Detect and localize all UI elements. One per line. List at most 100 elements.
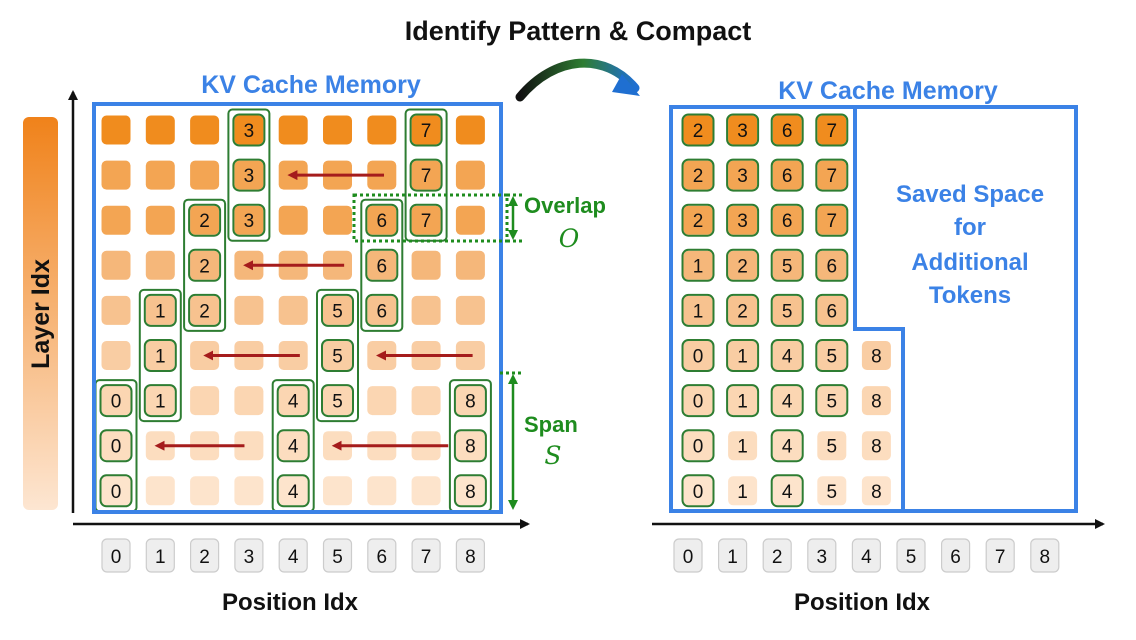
left-tick-label: 3 [244, 547, 255, 568]
right-cell-r2-c3 [817, 205, 847, 235]
right-tick-label: 1 [727, 547, 738, 568]
left-tick-label: 8 [465, 547, 476, 568]
right-cell-outline-r7-c2 [770, 429, 804, 463]
right-cell-label: 6 [782, 211, 793, 232]
left-cell-r6-c3 [234, 386, 264, 416]
left-cell-outline-r1-c7 [409, 158, 443, 192]
right-cell-outline-r3-c1 [726, 248, 760, 282]
left-cell-label: 0 [111, 482, 122, 503]
overlap-symbol: O [559, 224, 580, 253]
left-cell-r8-c5 [323, 476, 352, 506]
left-tick-box [145, 538, 175, 573]
left-cell-outline-r5-c1 [143, 339, 177, 372]
left-cell-r2-c3 [234, 205, 264, 235]
right-cell-label: 7 [827, 121, 838, 142]
right-cell-outline-r0-c3 [815, 113, 849, 147]
left-cell-r1-c3 [234, 160, 264, 190]
left-cell-outline-r1-c3 [232, 158, 266, 192]
left-cell-r8-c7 [411, 476, 441, 506]
left-tick-label: 2 [199, 547, 210, 568]
left-cell-label: 7 [421, 121, 432, 142]
left-tick-label: 4 [288, 547, 299, 568]
left-cell-r6-c0 [101, 386, 131, 416]
right-cell-label: 8 [871, 482, 882, 503]
right-cell-label: 4 [782, 347, 793, 368]
left-cell-r8-c0 [101, 476, 131, 506]
right-cell-label: 5 [827, 347, 838, 368]
left-shift-arrows [154, 170, 473, 451]
right-cell-outline-r0-c0 [681, 113, 715, 147]
left-cell-r2-c5 [323, 205, 352, 235]
left-cell-outline-r2-c6 [365, 203, 399, 237]
right-cell-r8-c1 [728, 476, 758, 506]
saved-space-label: Saved Space for Additional Tokens [896, 181, 1044, 309]
right-tick-box [851, 538, 882, 573]
left-cell-outline-r6-c1 [143, 384, 177, 418]
left-cell-r7-c4 [278, 431, 308, 461]
left-cell-label: 1 [155, 392, 166, 413]
left-cell-r3-c1 [145, 250, 175, 280]
left-cell-label: 7 [421, 211, 432, 232]
left-cell-r2-c1 [145, 205, 175, 235]
right-cell-label: 6 [827, 256, 838, 277]
right-cell-label: 7 [827, 166, 838, 187]
left-cell-r8-c2 [190, 476, 220, 506]
right-cell-label: 5 [827, 392, 838, 413]
right-tick-label: 6 [950, 547, 961, 568]
right-tick-box [762, 538, 792, 573]
right-cell-r5-c3 [817, 341, 847, 370]
left-cell-r0-c6 [367, 115, 397, 145]
left-cell-r6-c1 [145, 386, 175, 416]
right-cell-outline-r6-c1 [726, 384, 760, 418]
span-symbol: S [544, 441, 561, 470]
right-cell-r2-c1 [728, 205, 758, 235]
left-cell-r6-c4 [278, 386, 308, 416]
left-cell-label: 0 [111, 437, 122, 458]
right-cell-outline-r2-c1 [726, 203, 760, 237]
left-cell-r8-c6 [367, 476, 397, 506]
right-cell-r0-c3 [817, 115, 847, 145]
left-tick-label: 1 [155, 547, 166, 568]
left-cell-r0-c3 [234, 115, 264, 145]
right-cell-label: 6 [782, 121, 793, 142]
left-cell-label: 8 [465, 437, 476, 458]
right-tick-box [673, 538, 703, 573]
left-cell-label: 4 [288, 482, 299, 503]
right-cell-label: 1 [693, 256, 704, 277]
right-tick-label: 2 [772, 547, 783, 568]
left-cell-outline-r6-c0 [99, 384, 133, 418]
left-tick-label: 5 [332, 547, 343, 568]
right-cell-r6-c3 [817, 386, 847, 416]
left-tick-label: 0 [111, 547, 122, 568]
left-cell-label: 8 [465, 392, 476, 413]
left-tick-box [367, 538, 397, 573]
right-cell-r6-c0 [683, 386, 713, 416]
left-cell-outline-r4-c1 [143, 293, 177, 327]
right-tick-box [717, 538, 748, 573]
right-cell-outline-r1-c0 [681, 158, 715, 192]
right-cell-outline-r3-c0 [681, 248, 715, 282]
left-cell-r6-c2 [190, 386, 220, 416]
left-cell-r6-c7 [411, 386, 441, 416]
left-cell-outline-r3-c6 [365, 248, 399, 282]
right-cell-r3-c0 [683, 250, 713, 280]
right-cell-r7-c1 [728, 431, 758, 461]
right-cell-r4-c2 [772, 295, 802, 325]
right-cell-label: 3 [737, 121, 748, 142]
right-cell-r5-c4 [861, 341, 891, 370]
right-cell-outline-r6-c0 [681, 384, 715, 418]
right-cell-outline-r4-c2 [770, 293, 804, 327]
right-tick-box [985, 538, 1015, 573]
right-cell-r5-c2 [772, 341, 802, 370]
right-cell-label: 0 [693, 392, 704, 413]
left-memory-label: KV Cache Memory [201, 71, 421, 99]
left-cell-r1-c1 [145, 160, 175, 190]
left-cell-r7-c3 [234, 431, 264, 461]
right-cell-r8-c0 [683, 476, 713, 506]
right-cell-r2-c0 [683, 205, 713, 235]
right-cell-label: 2 [737, 301, 748, 322]
right-cell-label: 7 [827, 211, 838, 232]
left-cell-r0-c8 [455, 115, 485, 145]
left-cell-outline-r6-c4 [276, 384, 310, 418]
